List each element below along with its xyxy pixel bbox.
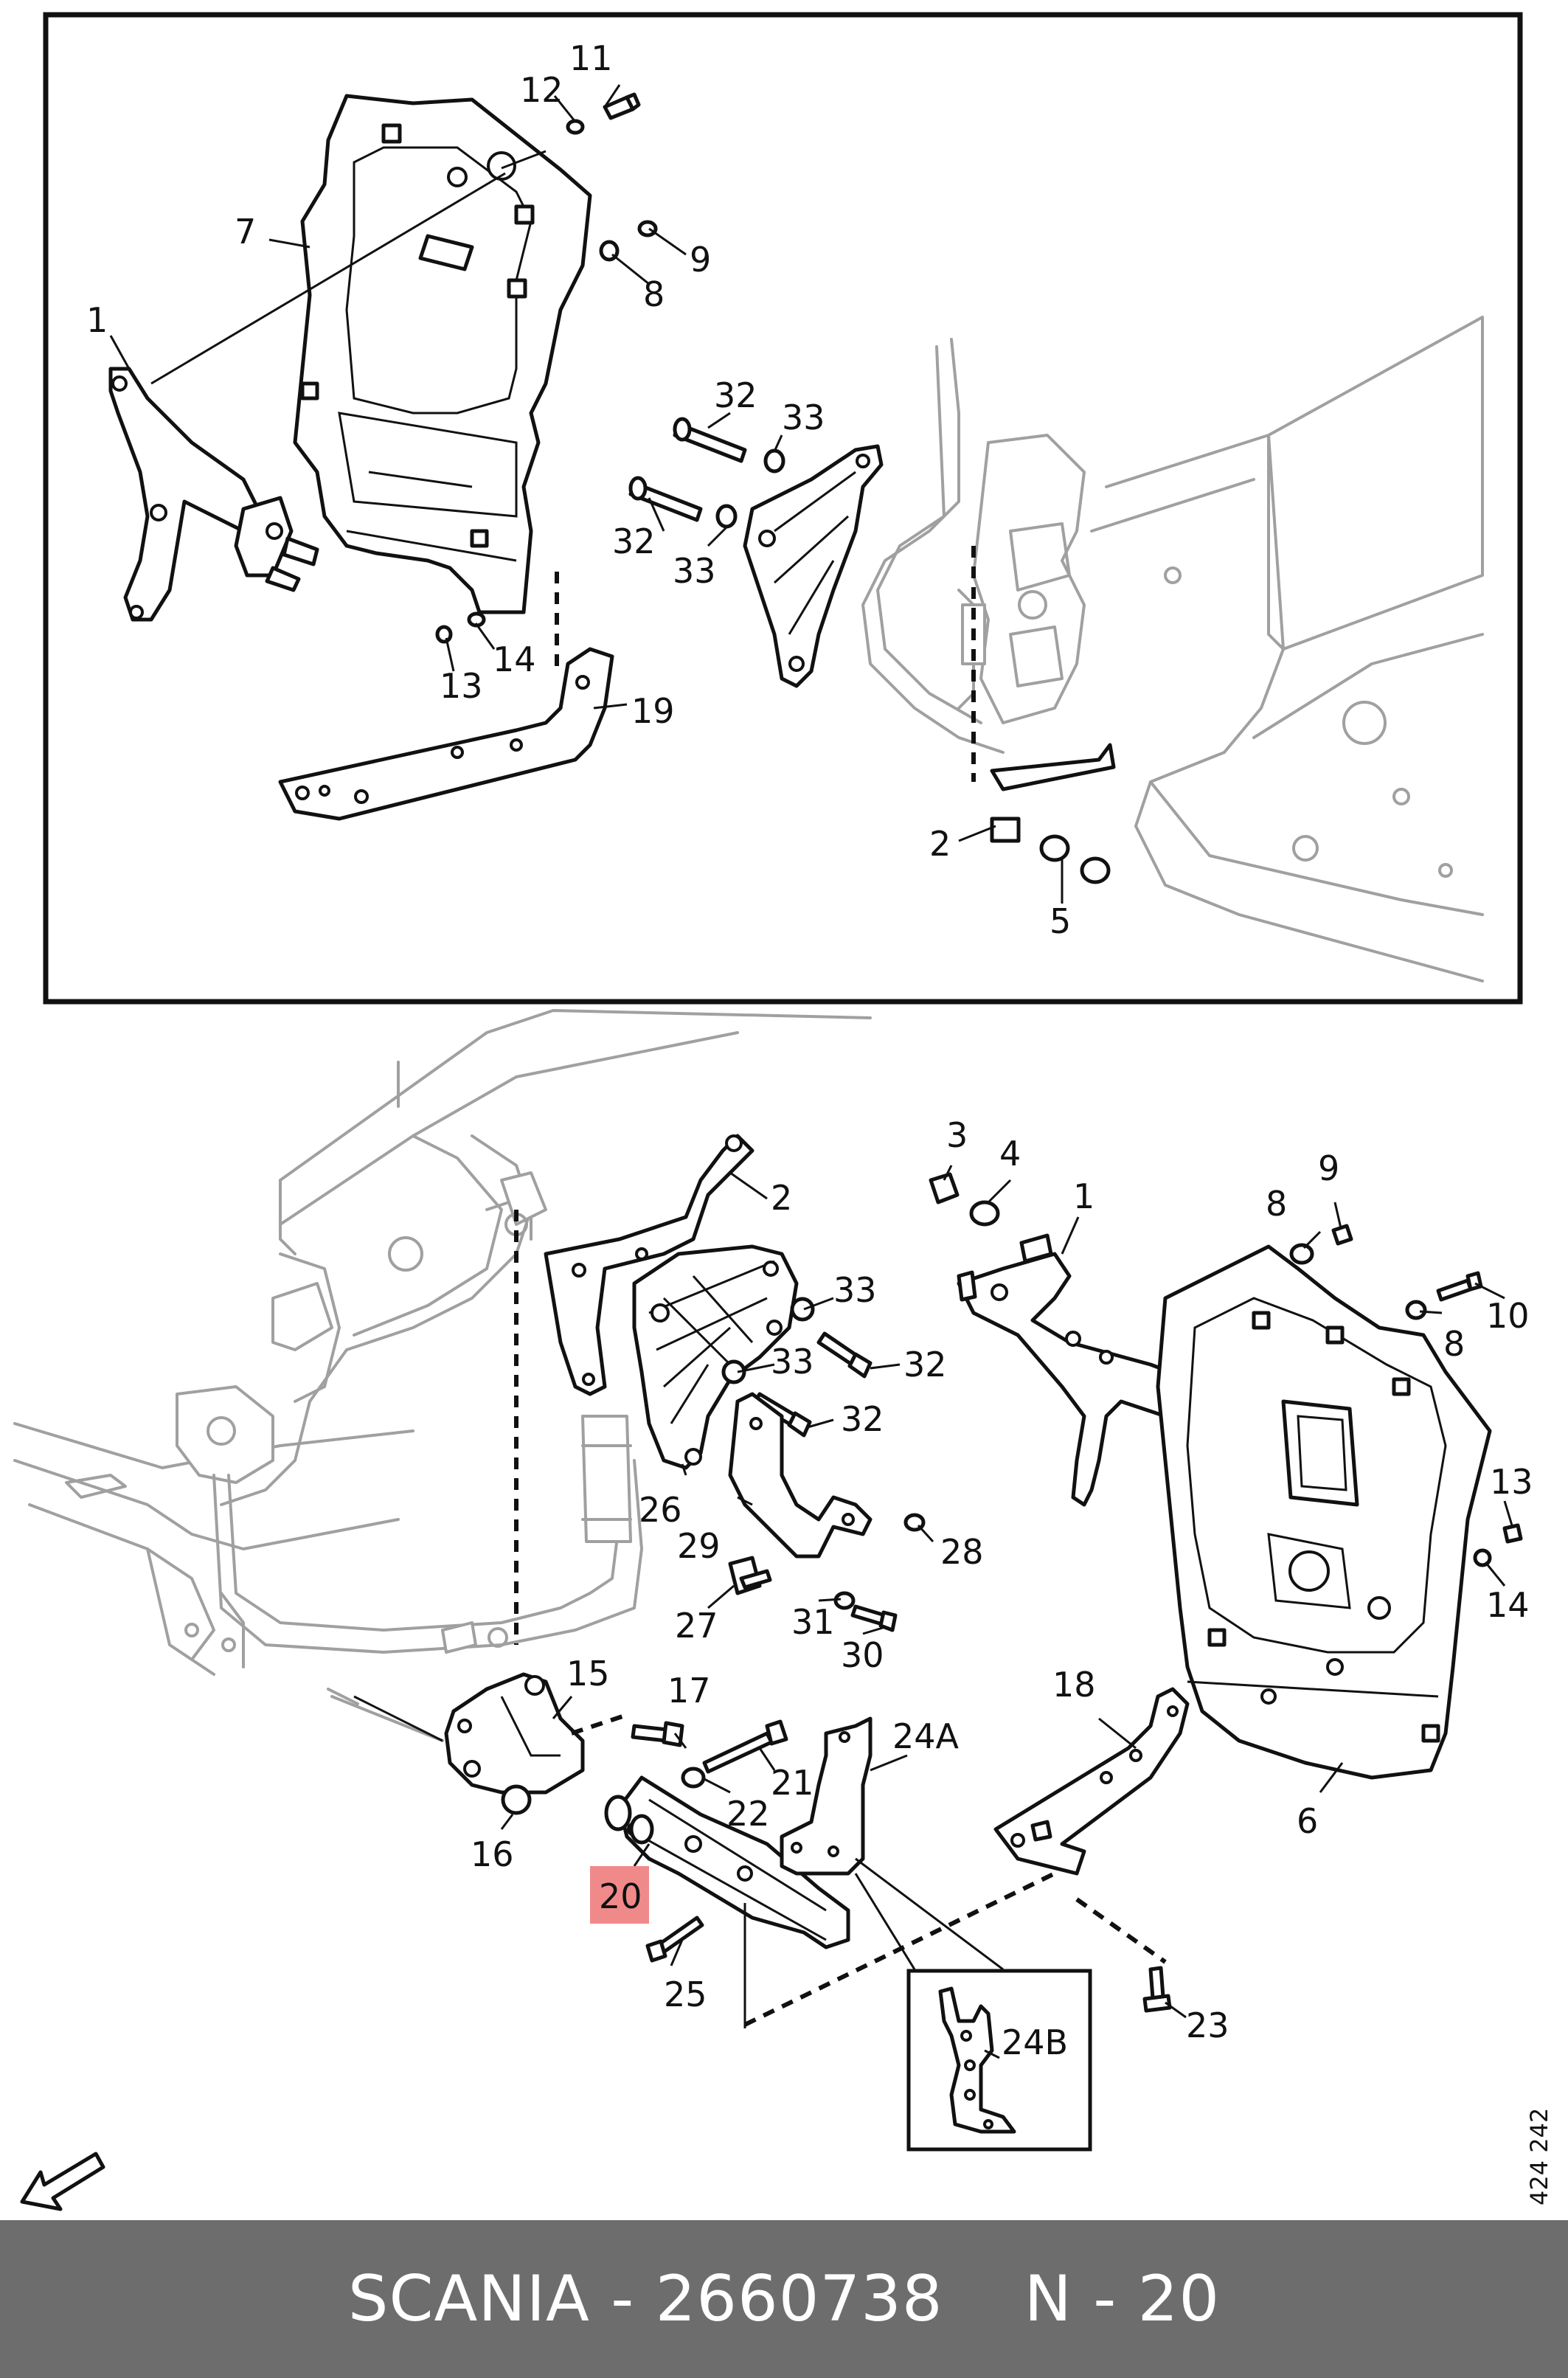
drawing-number: 424 242 bbox=[1525, 2108, 1553, 2205]
inset-leaders bbox=[109, 84, 1064, 904]
main-part-18-bracket bbox=[993, 1687, 1190, 1876]
callout-main-31: 31 bbox=[791, 1602, 835, 1642]
main-part-29-bracket bbox=[728, 1392, 873, 1559]
callout-main-32b: 32 bbox=[841, 1399, 884, 1439]
inset-fasteners bbox=[435, 92, 1116, 884]
callout-main-33b: 33 bbox=[771, 1342, 814, 1382]
main-bushing-16 bbox=[501, 1784, 532, 1815]
main-part-26-bracket bbox=[632, 1244, 799, 1470]
callout-main-18: 18 bbox=[1052, 1665, 1096, 1705]
callout-main-8a: 8 bbox=[1266, 1184, 1287, 1224]
callout-main-32a: 32 bbox=[903, 1345, 947, 1384]
callout-main-2: 2 bbox=[771, 1178, 792, 1218]
main-part-15-bracket bbox=[444, 1672, 585, 1795]
callout-main-15: 15 bbox=[566, 1654, 610, 1694]
main-bolt-25 bbox=[645, 1916, 704, 1963]
callout-main-16: 16 bbox=[471, 1834, 514, 1874]
main-part-6-plate bbox=[1156, 1244, 1492, 1780]
footer-position: N - 20 bbox=[1024, 2262, 1221, 2336]
callout-main-29: 29 bbox=[677, 1526, 721, 1566]
callout-inset-11: 11 bbox=[569, 38, 613, 78]
callout-main-1: 1 bbox=[1073, 1176, 1095, 1216]
inset-bolts-32-33 bbox=[628, 417, 785, 529]
callout-inset-8: 8 bbox=[643, 274, 665, 314]
callout-main-13: 13 bbox=[1490, 1462, 1533, 1502]
inset-part-7-plate bbox=[293, 94, 592, 614]
main-nut-3-washer-4 bbox=[929, 1172, 1000, 1227]
inset-chassis-frame bbox=[861, 316, 1484, 982]
callout-inset-1: 1 bbox=[86, 300, 108, 340]
main-leaders bbox=[353, 1165, 1513, 2059]
callout-inset-7: 7 bbox=[235, 212, 256, 252]
main-fasteners-27-31 bbox=[728, 1513, 926, 1632]
detail-box-24B bbox=[906, 1969, 1092, 2152]
main-chassis-frame bbox=[13, 1009, 872, 1742]
callout-main-4: 4 bbox=[999, 1134, 1021, 1174]
main-part-2-bracket bbox=[544, 1134, 754, 1396]
callout-main-14: 14 bbox=[1486, 1585, 1530, 1625]
callout-main-22: 22 bbox=[726, 1794, 770, 1834]
callout-main-28: 28 bbox=[940, 1532, 984, 1572]
main-bolts-17-21-22 bbox=[631, 1719, 788, 1789]
callout-main-24A: 24A bbox=[892, 1716, 960, 1756]
callout-inset-9: 9 bbox=[690, 240, 711, 280]
callout-inset-14: 14 bbox=[493, 639, 536, 679]
callout-main-33a: 33 bbox=[833, 1270, 877, 1310]
callout-main-30: 30 bbox=[841, 1635, 884, 1675]
footer-bar: SCANIA - 2660738 N - 20 bbox=[0, 2220, 1568, 2378]
inset-callouts: 1 7 11 12 9 8 13 14 19 32 33 32 33 2 5 bbox=[86, 38, 1071, 941]
callout-inset-33a: 33 bbox=[782, 398, 825, 437]
inset-part-1-bracket bbox=[108, 367, 319, 622]
main-diagram: 2 3 4 1 9 8 10 8 13 14 6 33 32 33 32 26 … bbox=[13, 1009, 1553, 2211]
callout-inset-32b: 32 bbox=[612, 521, 656, 561]
direction-arrow-icon bbox=[20, 2152, 105, 2211]
callout-main-23: 23 bbox=[1186, 2006, 1229, 2045]
callout-inset-5: 5 bbox=[1050, 901, 1071, 941]
callout-inset-19: 19 bbox=[631, 691, 675, 731]
main-callouts: 2 3 4 1 9 8 10 8 13 14 6 33 32 33 32 26 … bbox=[471, 1115, 1533, 2062]
footer-brand-part: SCANIA - 2660738 bbox=[347, 2262, 943, 2336]
callout-inset-32a: 32 bbox=[714, 375, 757, 415]
top-inset: 1 7 11 12 9 8 13 14 19 32 33 32 33 2 5 bbox=[43, 12, 1523, 1005]
callout-main-10: 10 bbox=[1486, 1296, 1530, 1336]
inset-steering-bracket bbox=[743, 444, 884, 688]
callout-main-21: 21 bbox=[771, 1763, 814, 1803]
callout-main-24B: 24B bbox=[1002, 2022, 1068, 2062]
callout-main-27: 27 bbox=[675, 1606, 718, 1646]
callout-main-20: 20 bbox=[599, 1876, 642, 1916]
callout-main-17: 17 bbox=[667, 1671, 711, 1710]
callout-main-25: 25 bbox=[664, 1975, 707, 2014]
callout-inset-12: 12 bbox=[520, 70, 563, 110]
callout-main-9: 9 bbox=[1318, 1148, 1339, 1188]
callout-inset-2: 2 bbox=[929, 824, 951, 864]
main-part-24A-bracket bbox=[780, 1716, 873, 1876]
main-bolt-23 bbox=[1142, 1966, 1172, 2013]
callout-main-8b: 8 bbox=[1443, 1324, 1465, 1364]
callout-inset-13: 13 bbox=[440, 666, 483, 706]
highlight-part-20 bbox=[590, 1866, 649, 1924]
inset-part-19-bracket bbox=[278, 647, 614, 821]
callout-main-26: 26 bbox=[639, 1490, 682, 1530]
callout-main-6: 6 bbox=[1297, 1801, 1318, 1841]
main-part-20-bracket bbox=[604, 1775, 850, 1949]
callout-main-3: 3 bbox=[946, 1115, 968, 1155]
callout-inset-33b: 33 bbox=[673, 551, 716, 591]
